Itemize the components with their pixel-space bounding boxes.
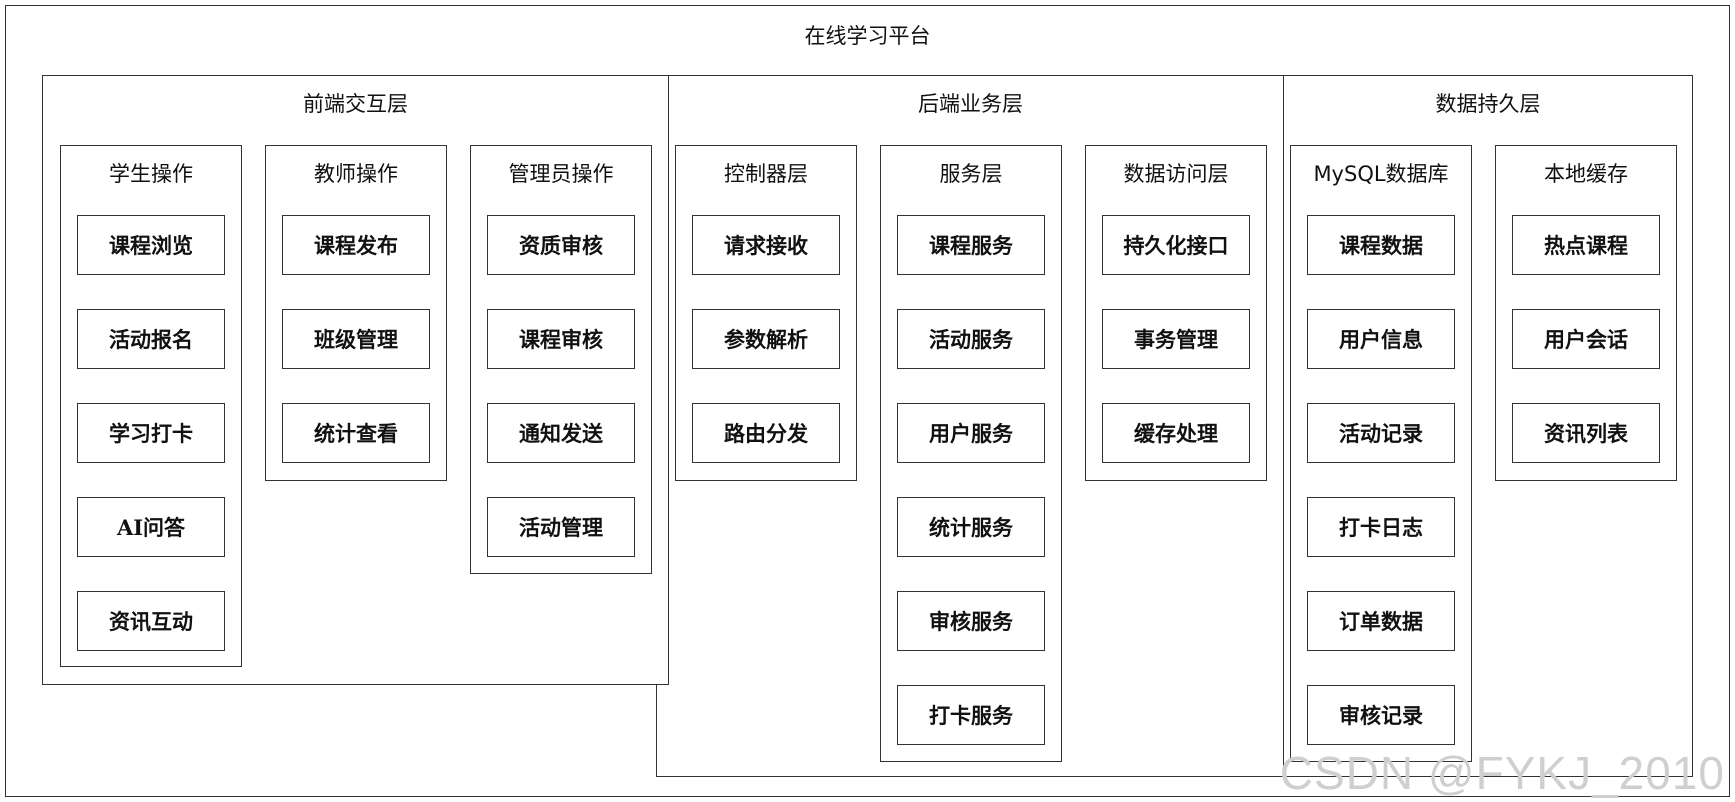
module-course-review: 课程审核 (487, 309, 635, 369)
group-title: 控制器层 (724, 162, 808, 186)
module-news-interaction: 资讯互动 (77, 591, 225, 651)
module-ai-qa: AI问答 (77, 497, 225, 557)
module-checkin-service: 打卡服务 (897, 685, 1045, 745)
module-course-data: 课程数据 (1307, 215, 1455, 275)
module-persistence-interface: 持久化接口 (1102, 215, 1250, 275)
module-activity-service: 活动服务 (897, 309, 1045, 369)
module-statistics-view: 统计查看 (282, 403, 430, 463)
module-statistics-service: 统计服务 (897, 497, 1045, 557)
group-title: 管理员操作 (508, 162, 614, 186)
module-course-service: 课程服务 (897, 215, 1045, 275)
group-title: 教师操作 (314, 162, 398, 186)
module-param-parse: 参数解析 (692, 309, 840, 369)
module-user-session: 用户会话 (1512, 309, 1660, 369)
module-user-info: 用户信息 (1307, 309, 1455, 369)
module-course-publish: 课程发布 (282, 215, 430, 275)
module-review-service: 审核服务 (897, 591, 1045, 651)
group-title: 本地缓存 (1544, 162, 1628, 186)
module-review-records: 审核记录 (1307, 685, 1455, 745)
module-class-management: 班级管理 (282, 309, 430, 369)
module-study-checkin: 学习打卡 (77, 403, 225, 463)
platform-title: 在线学习平台 (804, 24, 931, 48)
module-order-data: 订单数据 (1307, 591, 1455, 651)
module-cache-handling: 缓存处理 (1102, 403, 1250, 463)
module-transaction-management: 事务管理 (1102, 309, 1250, 369)
module-checkin-log: 打卡日志 (1307, 497, 1455, 557)
layer-frontend-title: 前端交互层 (303, 92, 408, 116)
group-title: 数据访问层 (1123, 162, 1229, 186)
module-qualification-review: 资质审核 (487, 215, 635, 275)
group-title: MySQL数据库 (1313, 162, 1449, 186)
module-activity-records: 活动记录 (1307, 403, 1455, 463)
group-title: 学生操作 (109, 162, 193, 186)
group-title: 服务层 (939, 162, 1003, 186)
watermark: CSDN @FYKJ_2010 (1279, 747, 1725, 799)
module-user-service: 用户服务 (897, 403, 1045, 463)
layer-persistence-title: 数据持久层 (1435, 92, 1541, 116)
module-request-receive: 请求接收 (692, 215, 840, 275)
module-route-dispatch: 路由分发 (692, 403, 840, 463)
module-activity-management: 活动管理 (487, 497, 635, 557)
module-hot-courses: 热点课程 (1512, 215, 1660, 275)
module-course-browse: 课程浏览 (77, 215, 225, 275)
module-news-list: 资讯列表 (1512, 403, 1660, 463)
layer-backend-title: 后端业务层 (918, 92, 1023, 116)
module-notification-send: 通知发送 (487, 403, 635, 463)
module-activity-signup: 活动报名 (77, 309, 225, 369)
